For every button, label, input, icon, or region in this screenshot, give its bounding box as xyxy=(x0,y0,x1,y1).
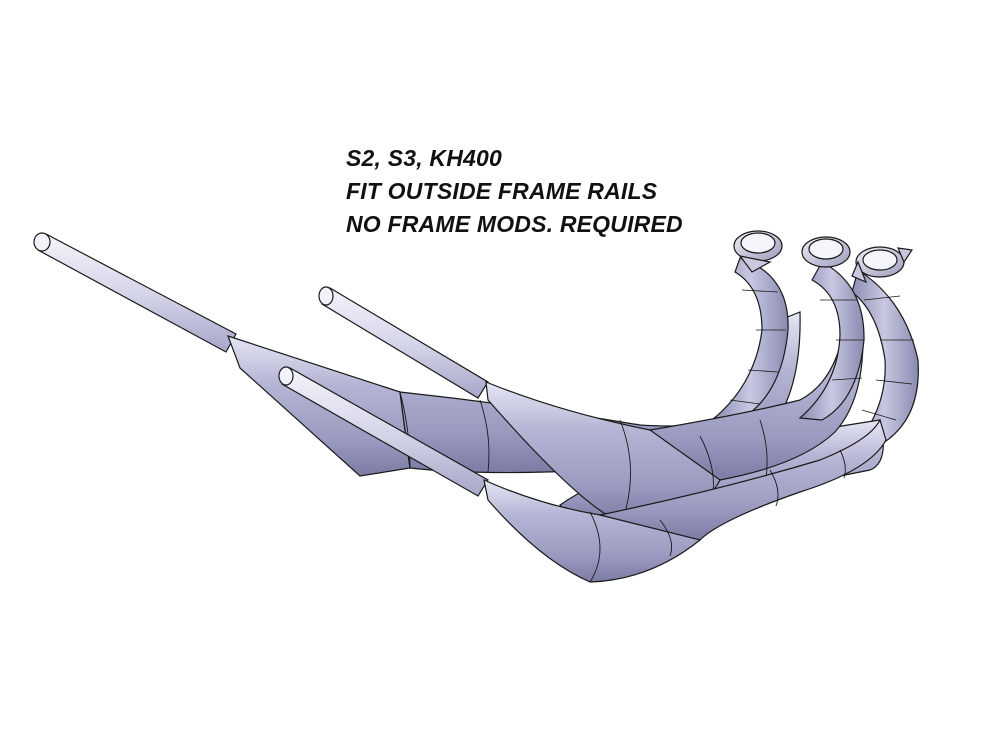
fitment-frame-rails: FIT OUTSIDE FRAME RAILS xyxy=(346,178,658,204)
header-seams xyxy=(729,289,786,405)
fitment-no-mods: NO FRAME MODS. REQUIRED xyxy=(346,211,683,237)
fitment-note: S2, S3, KH400 FIT OUTSIDE FRAME RAILS NO… xyxy=(346,142,683,241)
expansion-chamber-front xyxy=(278,295,914,583)
fitment-models: S2, S3, KH400 xyxy=(346,145,503,171)
expansion-chamber-center xyxy=(318,236,865,523)
